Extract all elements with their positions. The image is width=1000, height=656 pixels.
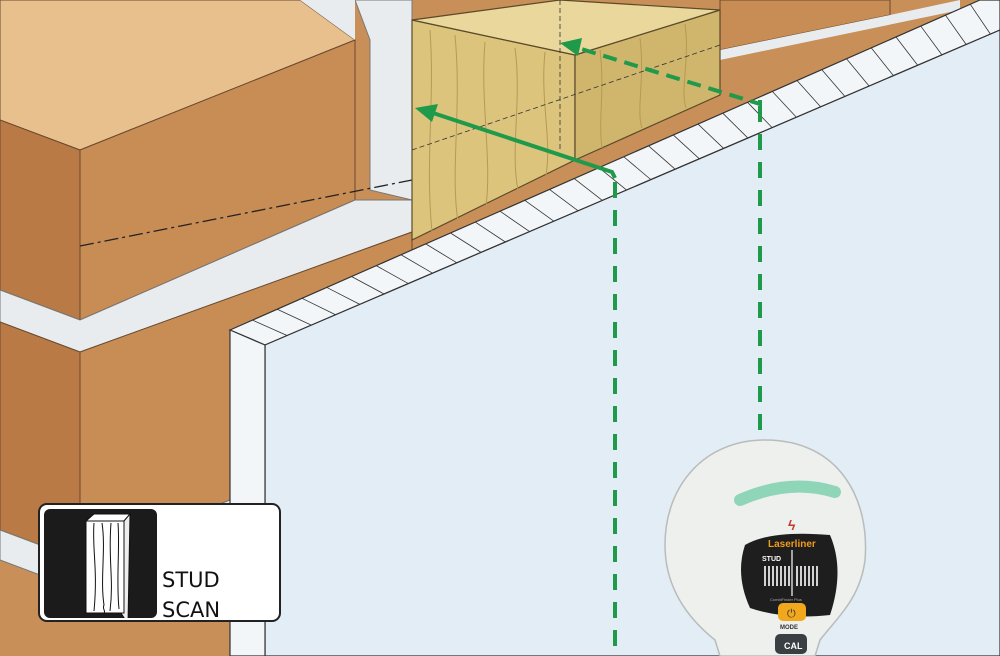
brand-label: Laserliner [768,539,816,550]
cal-button[interactable] [775,634,807,654]
badge-line-1: STUD [162,568,220,592]
stud-scan-badge: STUD SCAN [38,503,281,626]
back-arrow-head [560,38,582,56]
edge-hatch-mark [969,4,991,35]
stud-detection-guides [415,38,762,656]
power-icon: ⏻ [787,608,796,620]
edge-hatch-mark [376,265,409,284]
edge-hatch-mark [796,80,821,108]
edge-hatch-mark [475,221,506,243]
led-indicator-bar [734,480,841,506]
edge-hatch-mark [425,243,458,264]
edge-hatch-mark [623,156,652,180]
warning-voltage-icon: ϟ [788,517,796,533]
edge-hatch-mark [920,25,943,56]
model-label: CombiFinder Plus [770,597,802,602]
edge-hatch-mark [351,276,385,295]
edge-hatch-mark [400,254,433,274]
edge-hatch-mark [549,189,579,212]
front-arrow-head [415,104,438,122]
front-edge-guide [429,110,617,179]
edge-hatch-mark [450,232,482,253]
power-button[interactable] [778,603,806,621]
edge-hatch-mark [326,287,360,305]
edge-hatch-mark [771,91,797,118]
edge-hatch-mark [301,297,336,316]
back-edge-guide [574,45,762,107]
edge-hatch-mark [870,47,894,76]
edge-hatch-mark [648,145,676,170]
edge-hatch-mark [945,14,967,45]
edge-hatch-mark [277,308,312,326]
edge-hatch-mark [524,199,555,222]
edge-hatch-mark [895,36,918,66]
stud-finder-device: Laserliner STUD CombiFinder Plus ϟ ⏻ MOD… [664,439,867,656]
edge-hatch-mark [252,319,288,336]
edge-hatch-mark [846,58,870,87]
edge-hatch-mark [598,167,627,191]
edge-hatch-mark [574,178,603,201]
edge-hatch-mark [722,112,749,139]
edge-hatch-mark [821,69,846,97]
wood-stud-icon [44,509,157,626]
edge-hatch-mark [499,210,530,232]
mode-label: MODE [780,625,798,631]
display-mode-label: STUD [762,556,781,563]
edge-hatch-mark [697,123,724,149]
cal-label: CAL [784,641,803,651]
edge-hatch-mark [672,134,700,160]
badge-line-2: SCAN [162,598,221,622]
